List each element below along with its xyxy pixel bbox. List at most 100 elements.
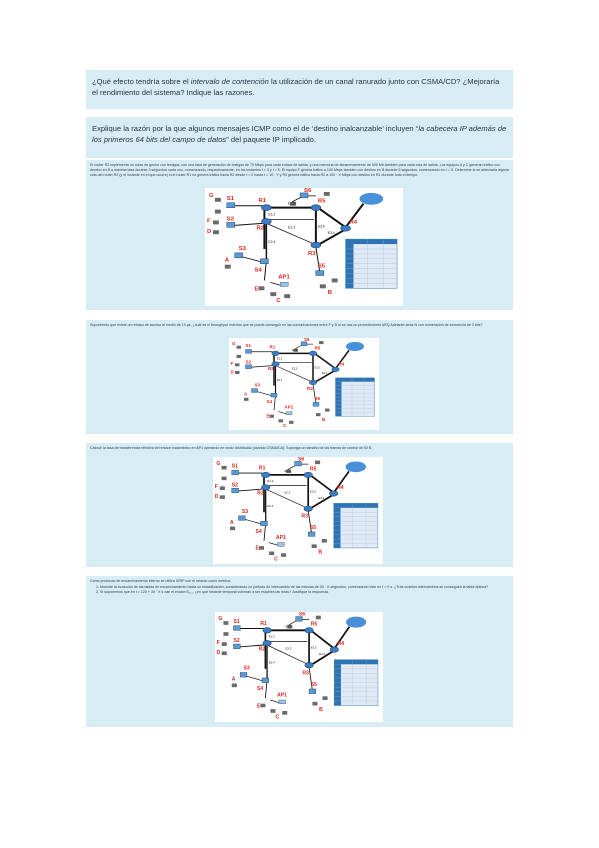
router-r1-icon — [262, 627, 272, 634]
label-a: A — [230, 520, 234, 526]
host-d-icon — [219, 495, 225, 499]
label-r1: R1 — [260, 621, 266, 627]
host-b-icon — [311, 544, 317, 548]
label-r1: R1 — [258, 198, 266, 204]
label-g: G — [216, 461, 220, 467]
label-link-e34: E3,4 — [328, 231, 335, 235]
label-e: E — [256, 546, 260, 552]
switch-s2-icon — [245, 364, 252, 369]
label-s6: S6 — [298, 457, 304, 463]
internet-cloud-icon — [359, 192, 384, 205]
host-e-icon — [258, 546, 264, 550]
label-s6: S6 — [304, 188, 312, 194]
host-f-icon — [235, 363, 240, 367]
network-diagram-4: S1 S2 S3 S4 S5 S6 R1 R2 R3 R4 R5 G F D A… — [215, 612, 383, 722]
label-link-e15: E1,5 — [288, 202, 295, 206]
host-e-icon — [260, 703, 266, 708]
host-d-icon — [221, 651, 227, 656]
question-5-text: Calcule la tasa de transferencia efectiv… — [90, 446, 373, 450]
label-b: B — [319, 707, 323, 713]
label-link-e15: E1,5 — [292, 348, 298, 352]
router-r4-icon — [340, 225, 351, 232]
label-link-e23: E2,3 — [292, 366, 298, 370]
label-link-e12: E1,2 — [277, 356, 283, 360]
access-point-icon — [277, 542, 285, 547]
host-f-icon — [212, 220, 219, 225]
label-r4: R4 — [350, 219, 358, 225]
label-link-e35: E3,5 — [311, 646, 317, 650]
label-a: A — [244, 391, 248, 396]
host-d-icon — [212, 230, 219, 235]
switch-s4-icon — [270, 393, 278, 398]
switch-s4-icon — [261, 677, 269, 683]
host-e-icon — [258, 286, 265, 291]
access-point-icon — [280, 282, 289, 287]
label-link-e24: E2,4 — [268, 240, 275, 244]
label-s4: S4 — [257, 686, 263, 692]
label-s4: S4 — [267, 399, 273, 404]
label-g: G — [218, 616, 222, 622]
label-s6: S6 — [304, 338, 310, 342]
label-e: E — [255, 286, 259, 292]
question-3-text: El router R2 implementa un colas de gest… — [90, 163, 509, 177]
label-r3: R3 — [307, 386, 313, 391]
label-s3: S3 — [242, 509, 248, 515]
host-g-icon — [236, 345, 241, 349]
label-e: E — [257, 703, 261, 709]
host-g-icon — [223, 621, 229, 625]
question-card-1: ¿Qué efecto tendría sobre el intervalo d… — [86, 70, 513, 109]
question-card-4: Suponiendo que existe un retraso de acce… — [86, 320, 513, 434]
label-ap1: AP1 — [285, 404, 294, 409]
question-6-item-2: Si suponemos que en t = 120 + 30 · X s c… — [100, 590, 509, 595]
router-r2-icon — [261, 484, 271, 491]
label-r5: R5 — [318, 199, 326, 205]
question-card-2: Explique la razón por la que algunos men… — [86, 117, 513, 158]
topology-svg: S1 S2 S3 S4 S5 S6 R1 R2 R3 R4 R5 G F D A… — [231, 338, 375, 428]
switch-s3-icon — [238, 515, 246, 521]
switch-s2-icon — [233, 643, 241, 649]
label-link-e23: E2,3 — [286, 646, 292, 650]
label-ap1: AP1 — [276, 535, 286, 541]
question-2-emphasis: la cabecera IP además de los primeros 64… — [92, 124, 507, 144]
question-6-text: Como protocolo de encaminamiento interno… — [86, 576, 513, 598]
label-link-e24: E2,4 — [277, 378, 283, 382]
switch-s3-icon — [239, 672, 248, 678]
host-c-icon — [289, 420, 294, 424]
label-link-e15: E1,5 — [284, 469, 290, 473]
label-s1: S1 — [232, 464, 238, 470]
label-r2: R2 — [268, 366, 274, 371]
data-table — [333, 503, 379, 549]
label-s1: S1 — [227, 196, 235, 202]
label-s3: S3 — [244, 666, 250, 672]
router-r3-icon — [309, 379, 317, 385]
host-g-icon — [221, 465, 227, 470]
host-f-icon — [221, 642, 227, 646]
label-link-e12: E1,2 — [269, 635, 275, 639]
router-r5-icon — [304, 627, 314, 634]
host-c-icon — [282, 711, 288, 715]
router-r2-icon — [261, 218, 272, 225]
question-2-text-start: Explique la razón por la que algunos men… — [92, 124, 419, 133]
host-b-icon — [319, 284, 326, 289]
label-e: E — [267, 414, 270, 419]
label-b: B — [322, 417, 326, 422]
host-c-icon — [284, 294, 291, 299]
label-s2: S2 — [246, 359, 252, 364]
label-d: D — [231, 369, 235, 374]
label-ap1: AP1 — [278, 274, 290, 280]
switch-s4-icon — [260, 520, 268, 526]
question-1-text-start: ¿Qué efecto tendría sobre el — [92, 77, 191, 86]
label-s5: S5 — [315, 396, 321, 401]
label-s2: S2 — [233, 638, 239, 644]
label-c: C — [275, 714, 279, 720]
switch-s3-icon — [234, 252, 243, 259]
label-link-e35: E3,5 — [310, 490, 316, 494]
label-link-e34: E3,4 — [318, 496, 324, 500]
label-s4: S4 — [256, 529, 262, 535]
switch-s5-icon — [308, 688, 317, 694]
label-r1: R1 — [259, 465, 266, 471]
host-a-icon — [231, 683, 237, 688]
router-r4-icon — [329, 646, 339, 653]
switch-s3-icon — [251, 388, 258, 393]
label-r3: R3 — [308, 251, 316, 257]
